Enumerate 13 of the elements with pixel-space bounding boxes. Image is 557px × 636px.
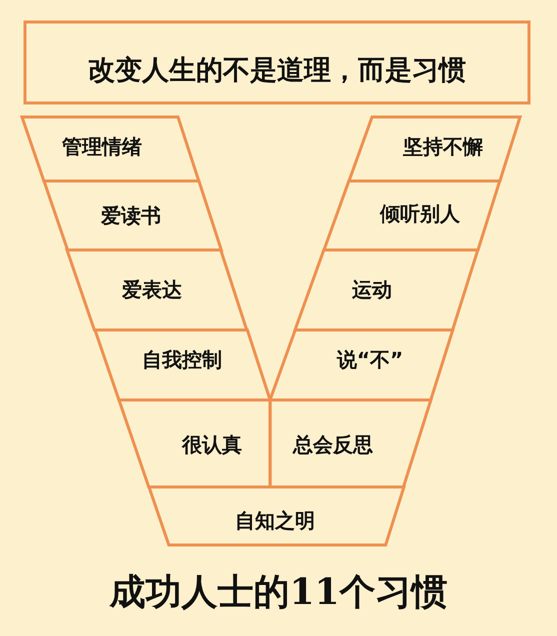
habit-label: 爱表达 <box>122 276 182 304</box>
habit-label: 爱读书 <box>100 202 161 230</box>
habit-label: 说“不” <box>336 346 404 374</box>
habit-label: 运动 <box>352 276 392 304</box>
habit-label: 倾听别人 <box>380 200 460 228</box>
habit-label: 自我控制 <box>142 346 222 374</box>
diagram-title: 成功人士的11个习惯 <box>108 570 449 615</box>
habit-label: 管理情绪 <box>62 134 142 160</box>
habit-label: 坚持不懈 <box>402 134 483 160</box>
habit-label: 自知之明 <box>234 508 315 534</box>
banner-text: 改变人生的不是道理，而是习惯 <box>88 54 466 88</box>
habit-label: 总会反思 <box>293 432 373 458</box>
habit-label: 很认真 <box>182 432 242 458</box>
